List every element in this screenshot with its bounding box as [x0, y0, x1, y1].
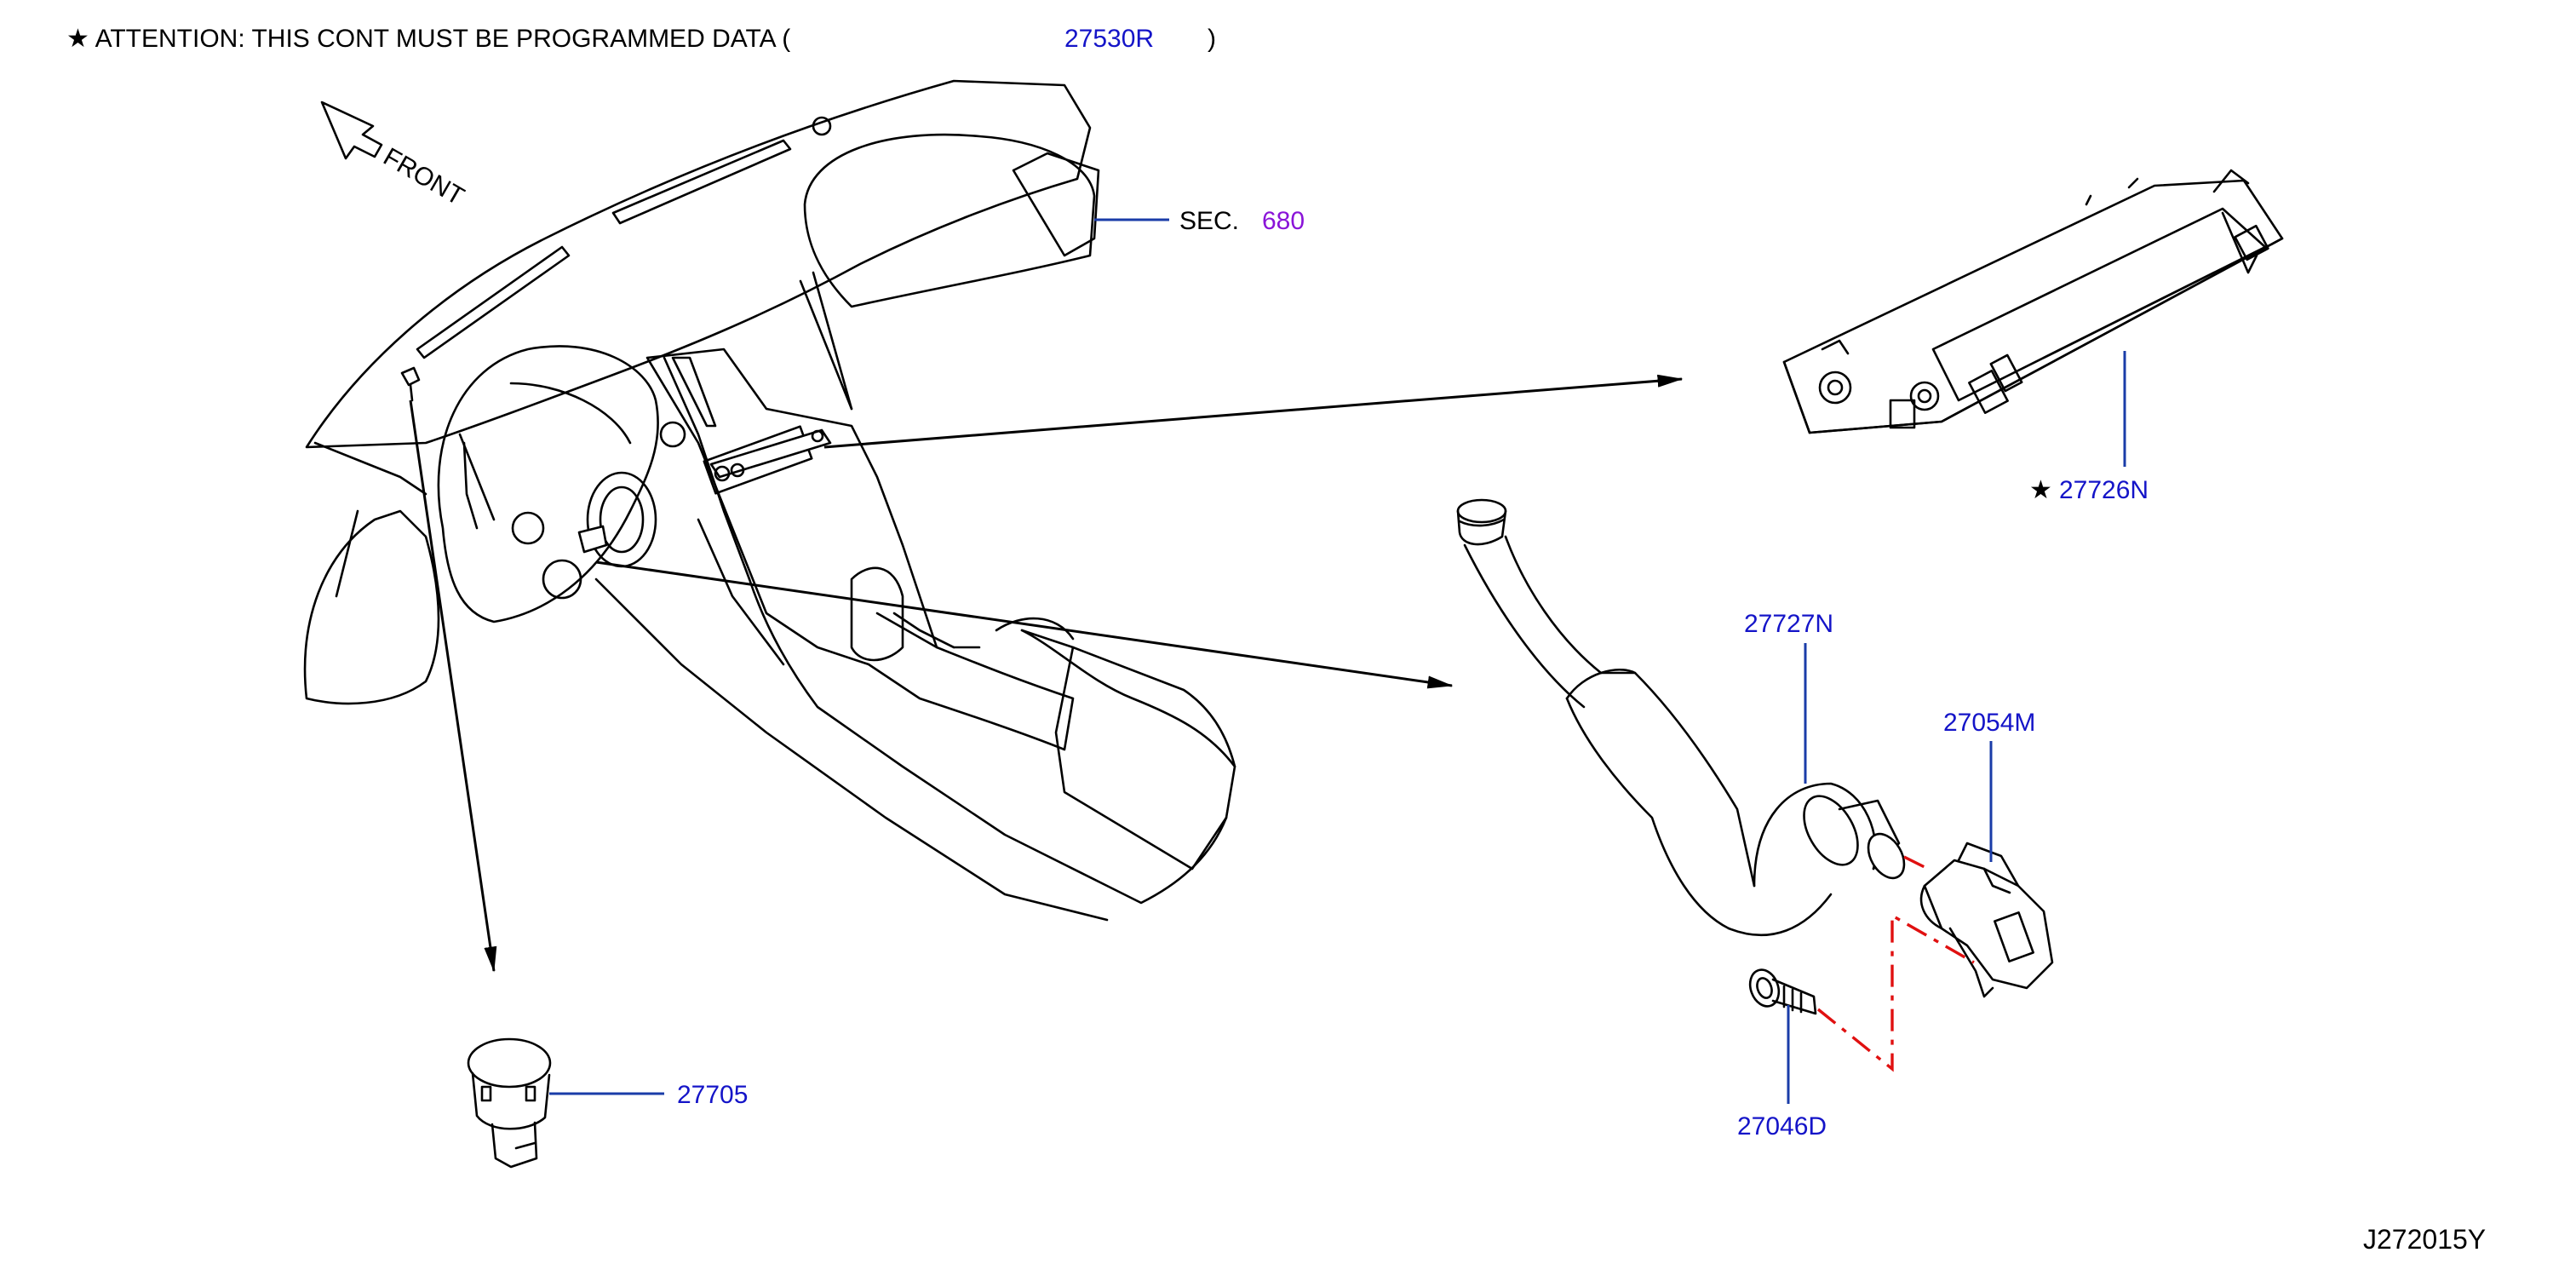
- section-reference: SEC. 680: [1094, 207, 1305, 235]
- arrow-to-clip: [409, 399, 497, 973]
- part-link-27054M[interactable]: 27054M: [1943, 709, 2035, 737]
- attention-note: ★ ATTENTION: THIS CONT MUST BE PROGRAMME…: [66, 25, 1216, 53]
- instrument-panel-drawing: [303, 79, 1236, 922]
- front-arrow-icon: [320, 101, 383, 160]
- callout-arrows: [409, 374, 1684, 973]
- diagram-code: J272015Y: [2363, 1224, 2486, 1255]
- arrow-to-sensor-assembly: [595, 560, 1454, 689]
- part-link-27530R[interactable]: 27530R: [1064, 25, 1154, 53]
- label-27726N: ★ 27726N: [2029, 351, 2149, 504]
- sec-label: SEC.: [1179, 207, 1239, 235]
- part-link-27046D[interactable]: 27046D: [1737, 1112, 1827, 1140]
- fastener-installation-path: [1816, 855, 1975, 1072]
- part-link-27705[interactable]: 27705: [677, 1081, 748, 1109]
- sensor-27054M: [1919, 842, 2054, 998]
- label-27054M: 27054M: [1943, 709, 2035, 862]
- star-icon: ★: [2029, 476, 2052, 504]
- sec-number-link[interactable]: 680: [1262, 207, 1305, 235]
- arrow-to-control-unit: [823, 374, 1684, 449]
- attention-text: ★ ATTENTION: THIS CONT MUST BE PROGRAMME…: [66, 25, 790, 53]
- control-unit-27726N: [1782, 169, 2284, 434]
- front-direction-indicator: FRONT: [320, 101, 469, 211]
- label-27046D: 27046D: [1737, 1005, 1827, 1140]
- part-link-27726N[interactable]: 27726N: [2059, 476, 2149, 504]
- clip-27705: [467, 1037, 552, 1169]
- label-27727N: 27727N: [1744, 610, 1833, 784]
- aspirator-hose-27727N: [1456, 498, 1906, 937]
- part-link-27727N[interactable]: 27727N: [1744, 610, 1833, 638]
- label-27705: 27705: [549, 1081, 748, 1109]
- attention-close-paren: ): [1208, 25, 1216, 53]
- front-label: FRONT: [379, 142, 469, 210]
- screw-27046D: [1748, 968, 1817, 1015]
